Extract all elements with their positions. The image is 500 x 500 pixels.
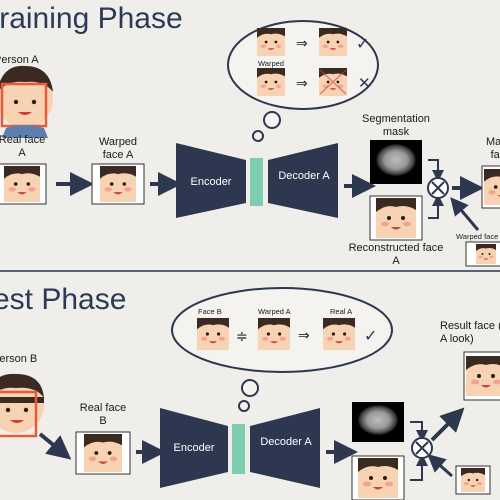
svg-text:⇒: ⇒ — [296, 76, 308, 92]
reconstructed-face-label: Reconstructed face A — [348, 242, 444, 267]
real-face-b-image — [75, 431, 131, 475]
warped-face-a-label: Warped face A — [98, 136, 138, 161]
warped-face-a-image — [91, 163, 145, 205]
real-face-b-label: Real face B — [79, 402, 127, 427]
bubble-warped-label: Warped — [258, 59, 284, 68]
encoder-label-train: Encoder — [190, 176, 232, 188]
phase-divider — [0, 270, 500, 272]
encoder-label-test: Encoder — [173, 442, 215, 454]
person-b-label: Person B — [0, 353, 38, 365]
real-face-a-image — [0, 163, 47, 205]
test-reconstructed-image — [351, 455, 405, 500]
bubble-test-check-icon: ✓ — [364, 328, 378, 345]
bubble-warped-a-label: Warped A — [258, 307, 291, 316]
training-phase-title: Training Phase — [0, 2, 183, 35]
multiply-node-train — [427, 159, 484, 231]
test-phase-title: Test Phase — [0, 283, 127, 316]
encoder-block-test — [160, 408, 228, 488]
bubble-check-icon: ✓ — [356, 36, 370, 53]
reconstructed-face-a-image — [369, 195, 423, 241]
person-a-avatar — [0, 65, 53, 138]
decoder-label-test: Decoder A — [260, 436, 312, 448]
segmentation-mask-label: Segmentation mask — [362, 113, 430, 138]
real-face-a-label: Real face A — [0, 134, 46, 159]
multiply-node-test — [410, 407, 465, 481]
decoder-label-train: Decoder A — [278, 170, 330, 182]
masked-face-label: Masked face — [486, 136, 500, 161]
decoder-block-train — [268, 143, 338, 218]
svg-text:⇒: ⇒ — [296, 36, 308, 52]
test-small-face-image — [455, 465, 491, 495]
segmentation-mask-image — [370, 140, 422, 184]
test-thought-bubble: ⇒ — [171, 287, 393, 412]
arrow-person-b-to-face — [38, 432, 72, 460]
warped-face-small-label: Warped face — [456, 232, 499, 241]
encoder-block-train — [176, 143, 246, 218]
person-a-label: Person A — [0, 54, 39, 66]
result-face-label: Result face (face A look) — [440, 320, 500, 345]
bubble-real-a-label: Real A — [330, 307, 353, 316]
bottleneck-train — [250, 158, 263, 206]
bubble-approx-icon: ≑ — [236, 328, 248, 344]
svg-text:⇒: ⇒ — [298, 328, 310, 344]
bubble-face-b-label: Face B — [198, 307, 222, 316]
bottleneck-test — [232, 424, 245, 474]
decoder-block-test — [250, 408, 320, 488]
bubble-cross-icon: ✕ — [358, 75, 371, 92]
training-thought-bubble: ⇒ ⇒ — [227, 20, 379, 142]
person-b-avatar — [0, 373, 44, 438]
masked-face-image — [481, 165, 500, 209]
test-segmentation-mask-image — [352, 402, 404, 442]
result-face-image — [463, 351, 500, 401]
warped-face-small-image — [465, 241, 500, 267]
